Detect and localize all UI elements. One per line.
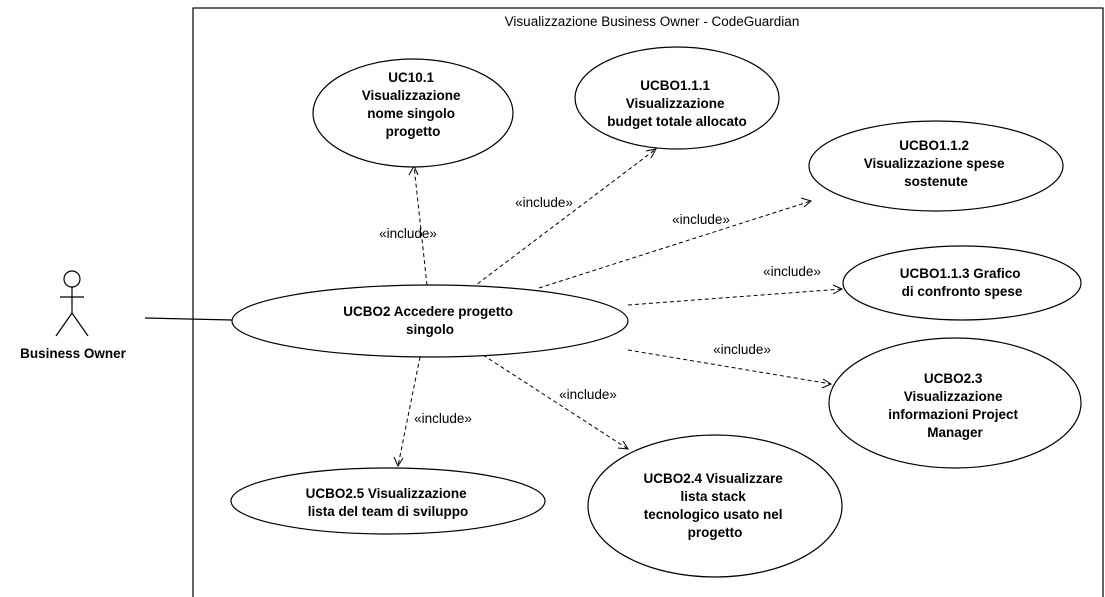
include-label-ucbo1-1-2: «include» [672,212,730,227]
use-case-ucbo2-5-label: UCBO2.5 Visualizzazione lista del team d… [306,486,471,519]
system-boundary [192,7,1104,597]
include-label-ucbo2-5: «include» [414,411,472,426]
use-case-ucbo1-1-1[interactable]: UCBO1.1.1 Visualizzazione budget totale … [574,46,780,150]
label-line: UCBO2 Accedere progetto [343,304,513,319]
include-label-ucbo2-4: «include» [559,387,617,402]
include-line-ucbo1-1-2 [538,200,812,289]
label-line: UC10.1 [388,70,434,85]
use-case-main-label: UCBO2 Accedere progetto singolo [343,304,517,337]
use-case-ucbo1-1-2[interactable]: UCBO1.1.2 Visualizzazione spese sostenut… [808,120,1064,212]
use-case-ucbo1-1-1-label: UCBO1.1.1 Visualizzazione budget totale … [607,78,747,129]
include-line-ucbo2-4 [482,354,629,450]
include-dependencies [393,148,844,468]
label-line: lista del team di sviluppo [308,504,469,519]
label-line: UCBO2.5 Visualizzazione [306,486,468,501]
use-case-ucbo2-5[interactable]: UCBO2.5 Visualizzazione lista del team d… [230,467,546,535]
include-line-ucbo2-3 [627,349,832,385]
label-line: tecnologico usato nel [644,507,783,522]
label-line: UCBO1.1.1 [640,78,710,93]
include-label-uc10-1: «include» [379,226,437,241]
use-case-uc10-1[interactable]: UC10.1 Visualizzazione nome singolo prog… [312,58,514,168]
include-line-ucbo1-1-3 [627,288,843,306]
actor-name: Business Owner [20,346,127,361]
label-line: budget totale allocato [607,114,747,129]
label-line: Visualizzazione [362,88,461,103]
arrow-head-ucbo2-4 [617,440,629,450]
actor-head [63,270,81,288]
use-case-uc10-1-label: UC10.1 Visualizzazione nome singolo prog… [362,70,465,139]
use-case-ucbo1-1-2-label: UCBO1.1.2 Visualizzazione spese sostenut… [864,138,1009,189]
label-line: UCBO1.1.3 Grafico [900,266,1021,281]
label-line: di confronto spese [902,284,1023,299]
include-labels: «include» «include» «include» «include» … [379,195,821,426]
label-line: informazioni Project [888,407,1018,422]
include-line-ucbo2-5 [397,356,421,467]
use-case-ucbo2-3-label: UCBO2.3 Visualizzazione informazioni Pro… [888,371,1022,440]
include-label-ucbo1-1-3: «include» [763,264,821,279]
arrow-head-ucbo2-3 [821,378,833,389]
include-line-ucbo1-1-1 [471,148,657,289]
use-case-ucbo1-1-3[interactable]: UCBO1.1.3 Grafico di confronto spese [842,245,1082,321]
actor-business-owner[interactable]: Business Owner [20,270,127,361]
label-line: Visualizzazione [904,389,1003,404]
system-title: Visualizzazione Business Owner - CodeGua… [505,14,800,29]
actor-right-leg [71,312,89,337]
include-line-uc10-1 [413,165,428,286]
arrow-head-ucbo1-1-3 [832,284,844,295]
use-case-ucbo2-3[interactable]: UCBO2.3 Visualizzazione informazioni Pro… [828,337,1082,469]
label-line: singolo [406,322,454,337]
association-line [144,317,233,321]
label-line: sostenute [904,174,968,189]
label-line: Manager [927,425,983,440]
use-case-ucbo2-4[interactable]: UCBO2.4 Visualizzare lista stack tecnolo… [587,434,843,578]
label-line: UCBO1.1.2 [899,138,969,153]
use-case-main[interactable]: UCBO2 Accedere progetto singolo [231,284,629,358]
label-line: Visualizzazione spese [864,156,1005,171]
actor-left-leg [55,312,73,337]
label-line: UCBO2.3 [924,371,983,386]
arrow-head-ucbo2-5 [393,456,404,468]
include-label-ucbo1-1-1: «include» [515,195,573,210]
include-label-ucbo2-3: «include» [713,342,771,357]
label-line: nome singolo [367,106,455,121]
arrow-head-ucbo1-1-1 [645,148,657,159]
label-line: lista stack [680,489,746,504]
label-line: UCBO2.4 Visualizzare [643,471,783,486]
arrow-head-ucbo1-1-2 [800,197,813,208]
label-line: progetto [386,124,441,139]
use-case-ucbo2-4-label: UCBO2.4 Visualizzare lista stack tecnolo… [643,471,786,540]
label-line: progetto [688,525,743,540]
use-case-ucbo1-1-3-label: UCBO1.1.3 Grafico di confronto spese [900,266,1025,299]
label-line: Visualizzazione [626,96,725,111]
